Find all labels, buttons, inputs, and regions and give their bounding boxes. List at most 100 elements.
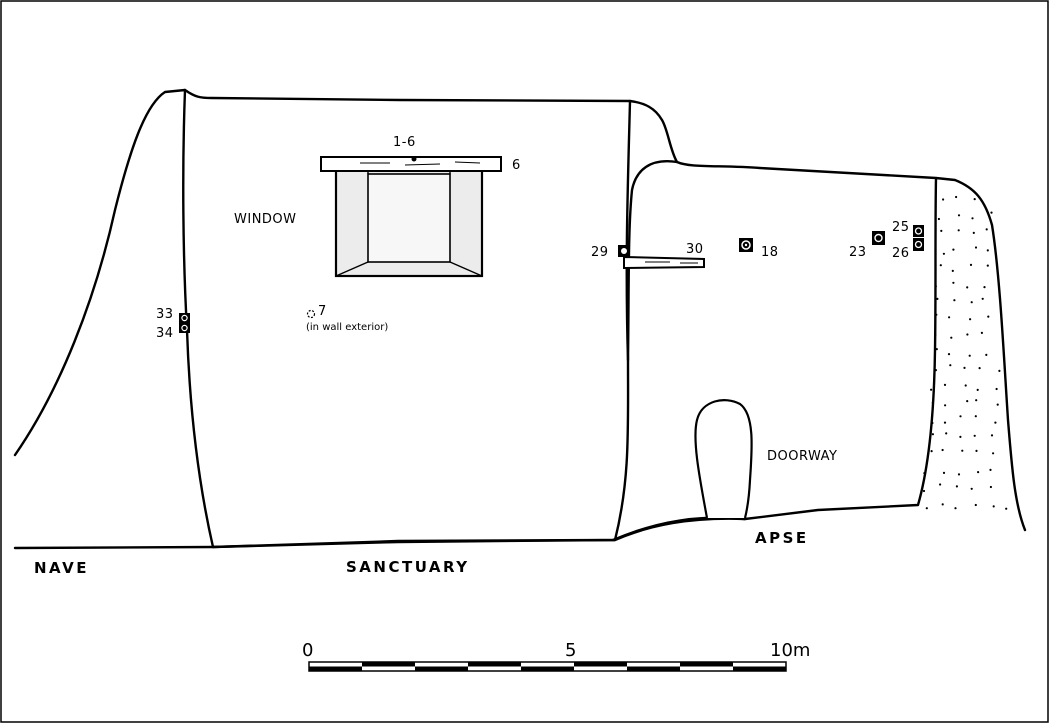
stipple-dot	[952, 248, 955, 251]
stipple-dot	[978, 367, 981, 370]
stipple-dot	[934, 369, 938, 372]
stipple-dot	[971, 217, 974, 220]
window-label: WINDOW	[234, 212, 297, 227]
stipple-dot	[945, 432, 948, 435]
sample-marker-26	[913, 238, 924, 251]
stipple-dot	[925, 507, 928, 510]
sample-marker-7	[306, 309, 316, 319]
stipple-dot	[943, 383, 947, 386]
sample-marker-25	[913, 225, 924, 237]
stipple-dot	[922, 489, 926, 493]
stipple-dot	[1005, 507, 1008, 510]
doorway-opening	[694, 399, 753, 519]
sample-marker-23	[872, 231, 885, 245]
nave-label: NAVE	[34, 559, 89, 577]
stipple-dot	[989, 485, 993, 489]
stipple-dot	[975, 449, 978, 452]
stipple-dot	[950, 336, 953, 339]
stipple-dot	[970, 301, 973, 304]
stipple-dot	[980, 331, 984, 334]
stipple-dot	[949, 364, 952, 367]
stipple-dot	[941, 448, 944, 452]
sample-marker-29	[618, 245, 630, 257]
stipple-dot	[959, 415, 962, 418]
stipple-dot	[934, 333, 937, 337]
stipple-dot	[983, 286, 986, 289]
sample-label-34: 34	[156, 326, 174, 341]
stipple-dot	[957, 214, 961, 217]
scale-bar-segment	[415, 666, 468, 671]
ground-line	[13, 517, 747, 550]
stipple-dot	[942, 252, 946, 255]
stipple-dot	[948, 316, 951, 319]
stipple-dot	[939, 264, 942, 267]
stipple-dot	[990, 211, 993, 214]
apse-wall-outline	[611, 160, 1027, 542]
stipple-dot	[952, 281, 955, 284]
stipple-dot	[998, 369, 1001, 372]
sample-label-29: 29	[591, 245, 609, 260]
wall-exterior-note: (in wall exterior)	[306, 322, 388, 333]
stipple-dot	[931, 421, 934, 425]
apse-label: APSE	[755, 529, 809, 547]
junction-buttress-outline	[628, 99, 679, 164]
stipple-dot	[995, 387, 998, 391]
stipple-dot	[961, 449, 964, 452]
scale-bar-segment	[733, 666, 786, 671]
stippled-wall-section	[922, 195, 1008, 510]
stipple-dot	[954, 507, 957, 510]
scale-label-start: 0	[302, 640, 313, 661]
timber-beam-30	[623, 255, 705, 270]
stipple-dot	[976, 388, 979, 391]
stipple-dot	[992, 452, 995, 455]
stipple-dot	[931, 433, 935, 436]
sample-marker-34	[179, 323, 190, 333]
stipple-dot	[986, 249, 989, 252]
sanctuary-label: SANCTUARY	[346, 558, 470, 576]
stipple-dot	[957, 229, 960, 232]
sample-marker-33	[179, 313, 190, 323]
stipple-dot	[942, 471, 946, 474]
sample-marker-18	[739, 238, 753, 252]
stipple-dot	[957, 473, 961, 476]
stipple-dot	[923, 472, 926, 475]
scale-bar-segment	[309, 666, 362, 671]
scale-bar-segment	[627, 666, 680, 671]
stipple-dot	[974, 415, 977, 418]
stipple-dot	[987, 315, 990, 318]
stipple-dot	[981, 297, 984, 300]
scale-bar-segment	[680, 662, 733, 667]
stipple-dot	[947, 353, 951, 356]
stipple-dot	[937, 217, 941, 221]
stipple-dot	[986, 264, 989, 267]
scale-label-mid: 5	[565, 640, 576, 661]
scale-bar-segment	[362, 662, 415, 667]
stipple-dot	[931, 401, 934, 404]
stipple-dot	[977, 471, 980, 474]
stipple-dot	[959, 435, 962, 438]
sample-label-33: 33	[156, 307, 174, 322]
scale-bar-segment	[468, 662, 521, 667]
stipple-dot	[940, 229, 943, 232]
scale-bar-segment	[574, 662, 627, 667]
stipple-dot	[941, 503, 944, 506]
stipple-dot	[992, 505, 995, 508]
stipple-dot	[975, 399, 978, 402]
stipple-dot	[985, 353, 988, 356]
sample-label-30: 30	[686, 242, 704, 257]
sample-label-26: 26	[892, 246, 910, 261]
stipple-dot	[935, 313, 938, 316]
stipple-dot	[994, 421, 997, 424]
stipple-dot	[966, 400, 969, 403]
stipple-dot	[973, 434, 976, 437]
stipple-dot	[955, 485, 959, 488]
stipple-dot	[944, 404, 947, 407]
stipple-dot	[963, 366, 966, 369]
stipple-dot	[989, 468, 992, 471]
stipple-dot	[935, 348, 938, 351]
sample-label-6: 6	[512, 158, 521, 173]
stipple-dot	[930, 450, 933, 453]
